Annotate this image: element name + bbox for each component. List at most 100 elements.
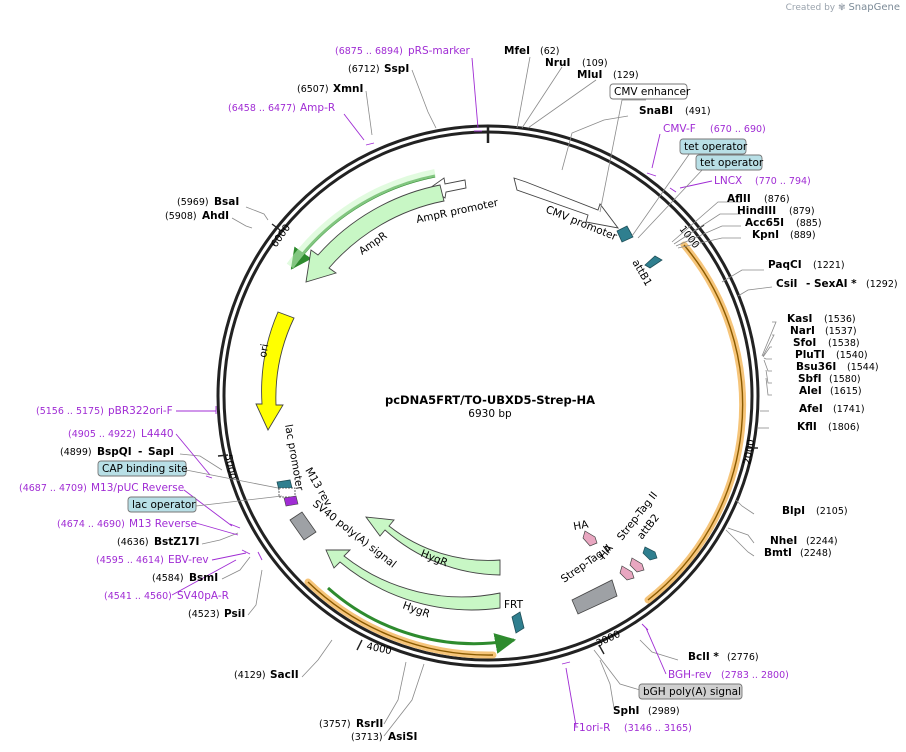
boxed-leaders bbox=[185, 99, 705, 691]
primer-pbr322ori-f: pBR322ori-F bbox=[108, 405, 173, 417]
tick-5000: 5000 bbox=[222, 454, 237, 481]
primer-bgh-rev-range: (2783 .. 2800) bbox=[721, 670, 789, 681]
enzyme-acc65i-pos: (885) bbox=[796, 218, 822, 229]
primer-m13-puc-reverse: M13/pUC Reverse bbox=[91, 482, 184, 494]
cap-site-mark bbox=[283, 495, 299, 507]
enzyme-ahdi: AhdI bbox=[202, 210, 229, 222]
enzyme-pluti-pos: (1540) bbox=[836, 350, 868, 361]
primer-m13-reverse-range: (4674 .. 4690) bbox=[57, 519, 125, 530]
enzyme-sapi: SapI bbox=[148, 446, 174, 458]
enzyme-kfli-pos: (1806) bbox=[828, 422, 860, 433]
primer-ebv-rev-range: (4595 .. 4614) bbox=[96, 555, 164, 566]
enzyme-blpi-pos: (2105) bbox=[816, 506, 848, 517]
enzyme-alei: AleI bbox=[799, 385, 822, 397]
ha-label-1: HA bbox=[572, 518, 590, 533]
enzyme-mlui: MluI bbox=[577, 69, 602, 81]
hygr-orf-line bbox=[327, 586, 517, 654]
ori-label: ori bbox=[257, 343, 271, 359]
enzyme-sexai-pos: (1292) bbox=[866, 279, 898, 290]
enzyme-afei: AfeI bbox=[799, 403, 823, 415]
enzyme-bspqi-pos: (4899) bbox=[60, 447, 92, 458]
tick-4000: 4000 bbox=[365, 641, 392, 657]
enzyme-sfoi: SfoI bbox=[793, 337, 816, 349]
ha-arrow-1 bbox=[582, 530, 598, 547]
cmv-promoter-arrow bbox=[513, 177, 620, 229]
enzyme-sspi-pos: (6712) bbox=[348, 64, 380, 75]
enzyme-hindiii-pos: (879) bbox=[789, 206, 815, 217]
enzyme-kasi-pos: (1536) bbox=[824, 314, 856, 325]
enzyme-kasi: KasI bbox=[787, 313, 812, 325]
cmv-enhancer-box bbox=[609, 83, 688, 100]
lac-operator-box bbox=[127, 496, 197, 513]
enzyme-sfoi-pos: (1538) bbox=[828, 338, 860, 349]
enzyme-nrui-pos: (109) bbox=[582, 58, 608, 69]
tet-operator-box-1 bbox=[679, 138, 747, 155]
primer-f1ori-r-range: (3146 .. 3165) bbox=[624, 723, 692, 734]
enzyme-sexai: SexAI * bbox=[814, 278, 857, 290]
primer-l4440-range: (4905 .. 4922) bbox=[68, 429, 136, 440]
primer-prs-marker-range: (6875 .. 6894) bbox=[335, 46, 403, 57]
enzyme-hindiii: HindIII bbox=[737, 205, 776, 217]
primer-leaders bbox=[171, 57, 713, 727]
frt-label: FRT bbox=[504, 599, 524, 611]
attb1-arrow bbox=[616, 225, 634, 243]
enzyme-kfli: KflI bbox=[797, 421, 817, 433]
enzyme-bsai-pos: (5969) bbox=[177, 197, 209, 208]
enzyme-sbfi-pos: (1580) bbox=[829, 374, 861, 385]
cap-binding-site-label: CAP binding site bbox=[102, 463, 188, 475]
primer-lncx-range: (770 .. 794) bbox=[755, 176, 811, 187]
strep-tag-arrow-1 bbox=[629, 557, 645, 573]
enzyme-sacii: SacII bbox=[270, 669, 299, 681]
plasmid-length: 6930 bp bbox=[468, 408, 512, 420]
enzyme-csii: CsiI bbox=[776, 278, 797, 290]
sv40-polya-label: SV40 poly(A) signal bbox=[310, 498, 398, 571]
watermark-prefix: Created by bbox=[785, 3, 836, 13]
watermark-brand: SnapGene bbox=[848, 2, 900, 13]
enzyme-aflii-pos: (876) bbox=[764, 194, 790, 205]
plasmid-name: pcDNA5FRT/TO-UBXD5-Strep-HA bbox=[385, 393, 595, 407]
ampr-arrow bbox=[305, 184, 445, 283]
enzyme-bspqi-sep: - bbox=[138, 446, 142, 458]
enzyme-bsai: BsaI bbox=[214, 196, 239, 208]
enzyme-bmti: BmtI bbox=[764, 547, 792, 559]
primer-m13-puc-reverse-range: (4687 .. 4709) bbox=[19, 483, 87, 494]
position-ticks: 1000 2000 3000 4000 5000 6000 bbox=[217, 223, 758, 657]
tet-operator-box-2 bbox=[695, 154, 763, 171]
enzyme-labels: MfeI (62) NruI (109) MluI (129) SnaBI (4… bbox=[60, 45, 898, 743]
enzyme-mfei: MfeI bbox=[504, 45, 530, 57]
enzyme-paqci-pos: (1221) bbox=[813, 260, 845, 271]
ampr-orf-highlight bbox=[286, 169, 436, 269]
enzyme-kpni: KpnI bbox=[752, 229, 779, 241]
primer-m13-reverse: M13 Reverse bbox=[129, 518, 197, 530]
enzyme-nari: NarI bbox=[790, 325, 815, 337]
primer-amp-r-range: (6458 .. 6477) bbox=[228, 103, 296, 114]
primer-cmv-f: CMV-F bbox=[663, 123, 696, 135]
snapgene-logo-icon: ✾ bbox=[838, 3, 846, 13]
lac-operator-label: lac operator bbox=[132, 499, 196, 511]
enzyme-rsrii-pos: (3757) bbox=[319, 719, 351, 730]
hygr-arrow-lower bbox=[325, 549, 501, 611]
enzyme-sphi: SphI bbox=[613, 705, 639, 717]
enzyme-acc65i: Acc65I bbox=[745, 217, 784, 229]
enzyme-bstz17i: BstZ17I bbox=[154, 536, 199, 548]
primer-pbr322ori-f-range: (5156 .. 5175) bbox=[36, 406, 104, 417]
enzyme-leaders bbox=[179, 56, 777, 737]
enzyme-mlui-pos: (129) bbox=[613, 70, 639, 81]
primer-cmv-f-range: (670 .. 690) bbox=[710, 124, 766, 135]
enzyme-xmni-pos: (6507) bbox=[297, 84, 329, 95]
enzyme-nhei: NheI bbox=[770, 535, 797, 547]
enzyme-snabi: SnaBI bbox=[639, 105, 673, 117]
primer-lncx: LNCX bbox=[714, 175, 742, 187]
primer-sv40pa-r-range: (4541 .. 4560) bbox=[104, 591, 172, 602]
primer-l4440: L4440 bbox=[141, 428, 174, 440]
enzyme-asisi: AsiSI bbox=[388, 731, 417, 743]
primer-ebv-rev: EBV-rev bbox=[168, 554, 209, 566]
enzyme-sphi-pos: (2989) bbox=[648, 706, 680, 717]
bgh-polya-label: bGH poly(A) signal bbox=[643, 686, 741, 698]
ori-arrow bbox=[255, 311, 295, 431]
sv40-polya-block bbox=[289, 511, 317, 541]
bgh-polya-box bbox=[638, 683, 743, 700]
attb2-arrow bbox=[642, 546, 658, 561]
primer-prs-marker: pRS-marker bbox=[408, 45, 471, 57]
